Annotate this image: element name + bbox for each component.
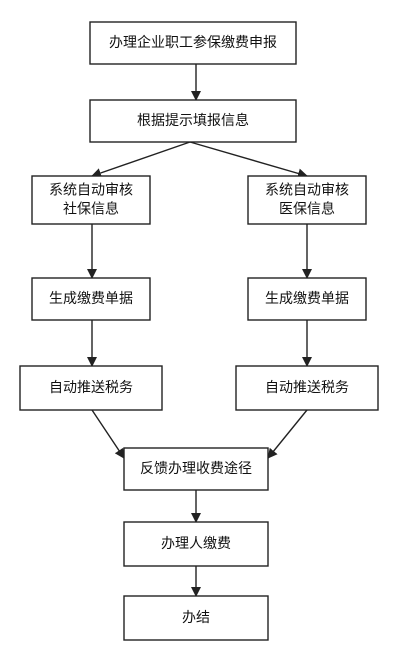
- edges: [87, 64, 312, 597]
- flow-node-label: 生成缴费单据: [265, 291, 349, 307]
- flow-node-box: [89, 21, 297, 65]
- flow-node-box: [123, 447, 269, 491]
- flow-node-box: [19, 365, 163, 411]
- edge-n2-n3-arrow: [91, 141, 191, 178]
- flow-node-box: [31, 277, 151, 321]
- edge-n7-n9-arrow: [91, 409, 125, 459]
- flow-node-n6: 生成缴费单据: [247, 277, 367, 321]
- flow-node-label: 办理企业职工参保缴费申报: [109, 34, 277, 51]
- flow-node-n3: 系统自动审核社保信息: [31, 175, 151, 225]
- edge-n2-n4-arrow: [189, 141, 308, 179]
- flow-node-n9: 反馈办理收费途径: [123, 447, 269, 491]
- flow-node-label: 办结: [182, 610, 210, 626]
- edge-n8-n9-arrow: [267, 409, 308, 459]
- flow-node-n11: 办结: [123, 595, 269, 641]
- flow-node-box: [247, 175, 367, 225]
- flow-node-label: 自动推送税务: [49, 380, 133, 396]
- flow-node-box: [235, 365, 379, 411]
- flow-node-label: 根据提示填报信息: [137, 112, 249, 129]
- flow-node-n8: 自动推送税务: [235, 365, 379, 411]
- flow-node-box: [123, 521, 269, 567]
- flow-node-n1: 办理企业职工参保缴费申报: [89, 21, 297, 65]
- flow-node-label: 系统自动审核医保信息: [265, 183, 349, 218]
- flow-node-box: [247, 277, 367, 321]
- flow-node-box: [123, 595, 269, 641]
- flow-node-box: [31, 175, 151, 225]
- flow-node-n5: 生成缴费单据: [31, 277, 151, 321]
- flow-node-label: 系统自动审核社保信息: [49, 183, 133, 218]
- flow-node-n2: 根据提示填报信息: [89, 99, 297, 143]
- flow-node-n7: 自动推送税务: [19, 365, 163, 411]
- flow-node-label: 办理人缴费: [161, 536, 231, 552]
- flow-node-label: 生成缴费单据: [49, 291, 133, 307]
- flow-node-label: 反馈办理收费途径: [140, 460, 252, 477]
- flow-node-label: 自动推送税务: [265, 380, 349, 396]
- flow-node-box: [89, 99, 297, 143]
- flow-node-n10: 办理人缴费: [123, 521, 269, 567]
- flow-node-n4: 系统自动审核医保信息: [247, 175, 367, 225]
